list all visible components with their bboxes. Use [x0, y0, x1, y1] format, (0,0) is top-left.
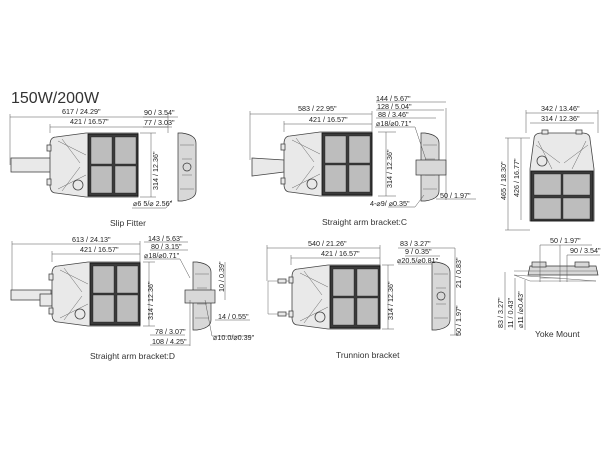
lamp-top-view [280, 131, 373, 197]
dim-width: 314 / 12.36" [146, 281, 155, 320]
lamp-top-view [288, 264, 381, 330]
dim-hole-11: ⌀11 /⌀0.43" [516, 291, 525, 328]
yoke-clamp [531, 261, 547, 268]
dim-overall-length: 617 / 24.29" [62, 107, 101, 116]
trunnion-knob [277, 278, 287, 284]
dim-465: 465 / 18.30" [499, 161, 508, 200]
arm-bracket [415, 159, 447, 176]
lamp-top-view [48, 261, 141, 327]
arm-clamp [39, 293, 53, 307]
dim-90: 90 / 3.54" [570, 246, 601, 255]
view-front: 342 / 13.46" 314 / 12.36" 465 / 18.30" 4… [499, 104, 599, 231]
lamp-side-view [177, 132, 197, 202]
dim-10: 10 / 0.39" [217, 261, 226, 292]
dim-body-length: 421 / 16.57" [309, 115, 348, 124]
caption-straight-arm-d: Straight arm bracket:D [90, 351, 175, 361]
dim-314: 314 / 12.36" [541, 114, 580, 123]
dim-9: 9 / 0.35" [405, 247, 432, 256]
dim-144: 144 / 5.67" [376, 94, 411, 103]
yoke-arm [513, 270, 598, 282]
caption-trunnion: Trunnion bracket [336, 350, 400, 360]
dim-83: 83 / 3.27" [400, 239, 431, 248]
dim-78: 78 / 3.07" [155, 327, 186, 336]
view-yoke-mount: 50 / 1.97" 90 / 3.54" 83 / 3.27" 11 / 0.… [496, 236, 601, 339]
dim-426: 426 / 16.77" [512, 158, 521, 197]
dim-hole-10: ⌀10.0/⌀0.39" [213, 333, 255, 342]
straight-arm [251, 157, 285, 177]
caption-slip-fitter: Slip Fitter [110, 218, 146, 228]
dim-holes: 4-⌀9/ ⌀0.35" [370, 199, 410, 208]
dim-50: 50 / 1.97" [550, 236, 581, 245]
dim-80: 80 / 3.15" [151, 242, 182, 251]
caption-yoke: Yoke Mount [535, 329, 580, 339]
dim-body-length: 421 / 16.57" [321, 249, 360, 258]
dim-14: 14 / 0.55" [218, 312, 249, 321]
dim-overall-length: 613 / 24.13" [72, 235, 111, 244]
dim-143: 143 / 5.63" [148, 234, 183, 243]
dim-width: 314 / 12.36" [385, 149, 394, 188]
lamp-side-profile [527, 265, 599, 276]
dim-width: 314 / 12.36" [151, 151, 160, 190]
dim-128: 128 / 5.04" [377, 102, 412, 111]
dim-hole-20-5: ⌀20.5/⌀0.81" [397, 256, 439, 265]
lamp-front-view [529, 129, 595, 222]
yoke-clamp [574, 261, 590, 268]
trunnion-knob [277, 311, 287, 317]
view-trunnion: 540 / 21.26" 421 / 16.57" 314 / 12.36" 8… [266, 239, 463, 360]
dim-body-length: 421 / 16.57" [70, 117, 109, 126]
lamp-top-view [46, 132, 139, 198]
view-straight-arm-d: 613 / 24.13" 421 / 16.57" 314 / 12.36" 1… [10, 234, 255, 361]
lamp-side-view [431, 261, 451, 331]
dim-body-length: 421 / 16.57" [80, 245, 119, 254]
dim-side-depth-2: 77 / 3.03" [144, 118, 175, 127]
dim-11: 11 / 0.43" [506, 298, 515, 328]
trunnion-bracket [267, 280, 291, 315]
view-slip-fitter: 617 / 24.29" 421 / 16.57" 314 / 12.36" 9… [9, 107, 197, 228]
dim-side-depth: 90 / 3.54" [144, 108, 175, 117]
arm-bracket [184, 289, 216, 304]
dim-hole-18: ⌀18/⌀0.71" [144, 251, 180, 260]
page-title: 150W/200W [11, 90, 100, 107]
dim-fitter-diameter: ⌀6 5/⌀ 2.56" [133, 199, 173, 208]
dim-hole-18: ⌀18/⌀0.71" [376, 119, 412, 128]
dim-342: 342 / 13.46" [541, 104, 580, 113]
dim-50: 50 / 1.97" [440, 191, 471, 200]
dim-overall-length: 583 / 22.95" [298, 104, 337, 113]
dim-108: 108 / 4.25" [152, 337, 187, 346]
dim-88: 88 / 3.46" [378, 110, 409, 119]
dim-83: 83 / 3.27" [496, 297, 505, 328]
dim-50: 50 / 1.97" [454, 305, 463, 336]
slip-fitter-arm [10, 157, 52, 173]
dim-width: 314 / 12.36" [386, 281, 395, 320]
dim-21: 21 / 0.83" [454, 257, 463, 288]
caption-straight-arm-c: Straight arm bracket:C [322, 217, 407, 227]
view-straight-arm-c: 583 / 22.95" 421 / 16.57" 314 / 12.36" 1… [249, 94, 476, 227]
dim-overall-length: 540 / 21.26" [308, 239, 347, 248]
